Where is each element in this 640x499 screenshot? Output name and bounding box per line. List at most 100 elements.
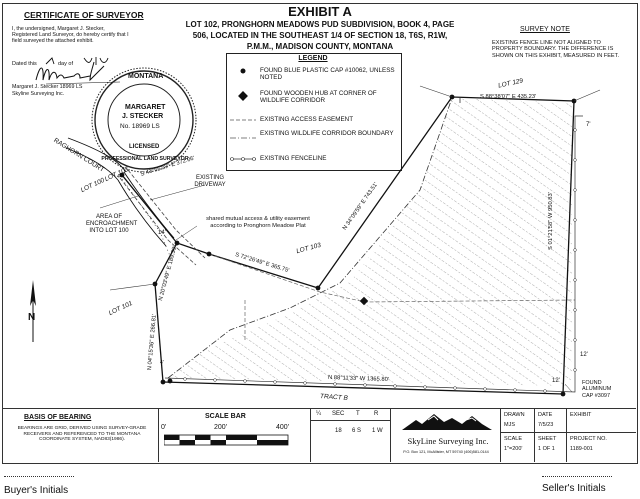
dot-icon [240,68,246,74]
access-easement [127,169,206,259]
driveway-label: EXISTING DRIVEWAY [194,175,226,188]
signer-line1: Margaret J. Stecker 18969 LS [12,84,83,90]
fenceline [164,115,583,393]
drawn-value: MJS [504,422,515,428]
company-name: SkyLine Surveying Inc. [407,436,489,446]
diamond-icon [238,91,248,101]
section-header: ¼ [316,411,322,417]
legend-item-label: FOUND BLUE PLASTIC CAP #10062, UNLESS NO… [260,67,395,82]
leader [175,225,198,241]
lot-line [573,89,601,102]
exhibit-line1: LOT 102, PRONGHORN MEADOWS PUD SUBDIVISI… [185,20,455,29]
certificate-body: I, the undersigned, Margaret J. Stecker,… [12,26,129,45]
shared-easement-note: shared mutual access & utility easement … [206,216,310,229]
buyer-initials-label: Buyer's Initials [4,485,69,496]
scale-value: 1"=200' [504,446,523,452]
project-value: 1189-001 [570,446,593,452]
bearing-right: S 01°21'58" W 950.83' [548,192,554,250]
leader [564,383,573,393]
seller-initials-label: Seller's Initials [542,483,606,494]
legend-item-label: EXISTING ACCESS EASEMENT [260,116,354,123]
dim-4: 4' [160,360,164,366]
dated-day-word: day of [58,61,73,67]
seal-name1: MARGARET [125,104,166,111]
scale-tick-0: 0' [161,424,167,431]
seal-top: MONTANA [128,73,164,80]
section-value: 18 [335,428,342,434]
wildlife-corridor-area [168,98,572,386]
survey-map [30,85,601,397]
date-value: 7/5/23 [538,422,554,428]
sheet-border [2,3,638,464]
sheet-value: 1 OF 1 [538,446,555,452]
encroachment-label: AREA OF ENCROACHMENT INTO LOT 100 [86,214,138,234]
basis-text: BEARINGS ARE GRID, DERIVED USING SURVEY-… [17,426,147,443]
mountain-logo-icon [402,414,492,430]
seller-initials-line[interactable] [542,476,612,478]
property-boundary [121,96,575,395]
scale-title: SCALE BAR [205,413,246,420]
bearing-top: S 88°38'07" E 435.23' [480,94,537,100]
surveyor-seal [91,67,197,173]
section-value: 6 S [352,428,362,434]
leader [99,195,139,209]
scale-label: SCALE [504,436,523,442]
drawn-label: DRAWN [504,412,525,418]
access-easement [119,177,197,266]
north-arrow-icon [30,280,36,306]
seal-bottom1: LICENSED [129,144,160,150]
section-header: SEC [332,411,345,417]
fenceline-west [119,175,171,257]
exhibit-line3: P.M.M., MADISON COUNTY, MONTANA [246,42,394,51]
buyer-initials-line[interactable] [4,476,74,478]
basis-title: BASIS OF BEARING [24,414,92,421]
title-block [2,408,636,463]
legend-icons [230,68,256,161]
exhibit-title: EXHIBIT A [288,4,352,19]
legend-box [226,53,402,171]
sheet-label: SHEET [538,436,557,442]
title-block-divider [158,408,159,462]
signer-line2: Skyline Surveying Inc. [12,91,65,97]
section-table-rule [310,420,390,421]
scale-tick-200: 200' [214,424,228,431]
fenceline-posts [183,128,577,393]
lot-line [419,85,453,98]
survey-note-text: EXISTING FENCE LINE NOT ALIGNED TO PROPE… [492,40,620,59]
raghorn-court-road [67,137,127,173]
section-header: R [374,411,379,417]
scale-bar [164,434,289,446]
wooden-hub-diamond [359,296,369,306]
existing-driveway [117,179,167,247]
legend-item-label: EXISTING WILDLIFE CORRIDOR BOUNDARY [260,130,394,137]
raghorn-court-road [65,147,119,181]
scale-tick-400: 400' [276,424,290,431]
section-header: T [356,411,360,417]
found-aluminum-label: FOUND ALUMINUM CAP #3097 [582,380,612,399]
dim-4: 4' [117,174,121,180]
dim-12: 12' [552,378,560,384]
dim-14: 14' [158,230,166,236]
title-block-divider [500,408,501,462]
exhibit-line2: 506, LOCATED IN THE SOUTHEAST 1/4 OF SEC… [192,31,448,40]
project-label: PROJECT NO. [570,436,607,442]
lot-line [109,283,156,291]
seal-bottom2: PROFESSIONAL LAND SURVEYOR [101,156,189,162]
seal-name2: J. STECKER [122,113,164,120]
title-block-divider [390,408,391,462]
exhibit-label: EXHIBIT [570,412,592,418]
date-label: DATE [538,412,553,418]
legend-item-label: FOUND WOODEN HUB AT CORNER OF WILDLIFE C… [260,90,377,105]
certificate-title: CERTIFICATE OF SURVEYOR [24,10,144,20]
boundary-left [154,283,164,383]
tb-grid-v [534,408,535,462]
tb-grid-h [500,432,636,433]
seal-number: No. 18969 LS [120,123,160,130]
dim-7: 7' [586,122,591,128]
title-block-divider [310,408,311,462]
boundary-left-upper [154,242,178,285]
legend-title: LEGEND [298,55,328,62]
fenceline-icon [230,157,256,161]
legend-item-label: EXISTING FENCELINE [260,155,327,162]
leader [149,184,206,201]
